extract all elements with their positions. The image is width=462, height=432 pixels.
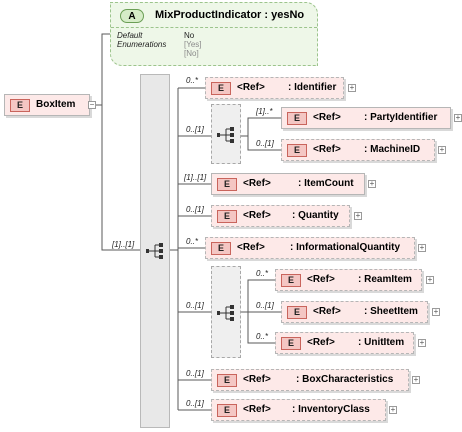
attribute-badge: A	[120, 9, 144, 23]
element-badge: E	[287, 112, 307, 125]
enumerations-label: Enumerations	[117, 40, 167, 49]
element-name: : SheetItem	[364, 306, 418, 317]
expand-toggle[interactable]: +	[368, 179, 376, 188]
expand-toggle[interactable]: +	[418, 243, 426, 252]
element-badge: E	[10, 99, 30, 112]
element-quantity[interactable]: E <Ref> : Quantity	[211, 205, 350, 227]
attribute-box: A MixProductIndicator : yesNo Default No…	[110, 2, 318, 66]
expand-toggle[interactable]: +	[454, 113, 462, 122]
ref-label: <Ref>	[313, 144, 341, 155]
element-name: : ItemCount	[298, 178, 354, 189]
element-informationalquantity[interactable]: E <Ref> : InformationalQuantity	[205, 237, 415, 259]
element-partyidentifier[interactable]: E <Ref> : PartyIdentifier	[281, 107, 451, 129]
sequence-compositor[interactable]	[140, 74, 170, 428]
sub-sequence-compositor[interactable]	[211, 266, 241, 358]
element-badge: E	[217, 374, 237, 387]
element-itemcount[interactable]: E <Ref> : ItemCount	[211, 173, 365, 195]
element-badge: E	[281, 337, 301, 350]
expand-toggle[interactable]: +	[438, 145, 446, 154]
ref-label: <Ref>	[307, 274, 335, 285]
ref-label: <Ref>	[243, 404, 271, 415]
cardinality-reamitem: 0..*	[256, 269, 269, 278]
default-label: Default	[117, 31, 143, 40]
enumeration-value: [Yes]	[184, 40, 202, 49]
element-machineid[interactable]: E <Ref> : MachineID	[281, 139, 435, 161]
expand-toggle[interactable]: +	[426, 275, 434, 284]
ref-label: <Ref>	[313, 112, 341, 123]
expand-toggle[interactable]: +	[418, 338, 426, 347]
expand-toggle[interactable]: +	[348, 83, 356, 92]
sub-sequence-compositor[interactable]	[211, 104, 241, 164]
attribute-divider	[111, 27, 317, 28]
element-inventoryclass[interactable]: E <Ref> : InventoryClass	[211, 399, 386, 421]
sequence-icon	[217, 305, 234, 321]
sequence-icon	[217, 127, 234, 143]
element-badge: E	[287, 144, 307, 157]
element-badge: E	[217, 178, 237, 191]
ref-label: <Ref>	[243, 178, 271, 189]
cardinality-partyidentifier: [1]..*	[256, 107, 273, 116]
element-name: : MachineID	[364, 144, 421, 155]
element-name: : Quantity	[292, 210, 339, 221]
element-badge: E	[211, 242, 231, 255]
cardinality-sequence-1: 0..[1]	[186, 125, 204, 134]
element-boxcharacteristics[interactable]: E <Ref> : BoxCharacteristics	[211, 369, 409, 391]
cardinality-quantity: 0..[1]	[186, 205, 204, 214]
cardinality-sheetitem: 0..[1]	[256, 301, 274, 310]
cardinality-identifier: 0..*	[186, 76, 199, 85]
element-sheetitem[interactable]: E <Ref> : SheetItem	[281, 301, 428, 323]
element-badge: E	[217, 210, 237, 223]
sequence-cardinality: [1]..[1]	[112, 240, 135, 249]
expand-toggle[interactable]: +	[432, 307, 440, 316]
sequence-icon	[146, 243, 163, 259]
ref-label: <Ref>	[237, 82, 265, 93]
cardinality-itemcount: [1]..[1]	[184, 173, 207, 182]
element-unititem[interactable]: E <Ref> : UnitItem	[275, 332, 414, 354]
element-name: : InventoryClass	[292, 404, 370, 415]
cardinality-boxcharacteristics: 0..[1]	[186, 369, 204, 378]
ref-label: <Ref>	[307, 337, 335, 348]
attribute-name: MixProductIndicator : yesNo	[155, 9, 305, 21]
element-badge: E	[211, 82, 231, 95]
element-badge: E	[287, 306, 307, 319]
element-name: : ReamItem	[358, 274, 412, 285]
element-reamitem[interactable]: E <Ref> : ReamItem	[275, 269, 422, 291]
cardinality-unititem: 0..*	[256, 332, 269, 341]
element-name: : UnitItem	[358, 337, 405, 348]
ref-label: <Ref>	[237, 242, 265, 253]
element-badge: E	[281, 274, 301, 287]
element-badge: E	[217, 404, 237, 417]
expand-toggle[interactable]: +	[354, 211, 362, 220]
element-name: : PartyIdentifier	[364, 112, 438, 123]
ref-label: <Ref>	[243, 210, 271, 221]
ref-label: <Ref>	[243, 374, 271, 385]
cardinality-machineid: 0..[1]	[256, 139, 274, 148]
element-name: : BoxCharacteristics	[296, 374, 394, 385]
element-name: : InformationalQuantity	[290, 242, 400, 253]
cardinality-sequence-2: 0..[1]	[186, 301, 204, 310]
expand-toggle[interactable]: +	[412, 375, 420, 384]
element-name: : Identifier	[288, 82, 337, 93]
default-value: No	[184, 31, 195, 40]
cardinality-informationalquantity: 0..*	[186, 237, 199, 246]
root-element-name: BoxItem	[36, 99, 76, 110]
element-identifier[interactable]: E <Ref> : Identifier	[205, 77, 344, 99]
ref-label: <Ref>	[313, 306, 341, 317]
cardinality-inventoryclass: 0..[1]	[186, 399, 204, 408]
root-element-boxitem[interactable]: E BoxItem	[4, 94, 90, 116]
enumeration-value: [No]	[184, 49, 199, 58]
collapse-toggle[interactable]: −	[88, 100, 96, 109]
expand-toggle[interactable]: +	[389, 405, 397, 414]
